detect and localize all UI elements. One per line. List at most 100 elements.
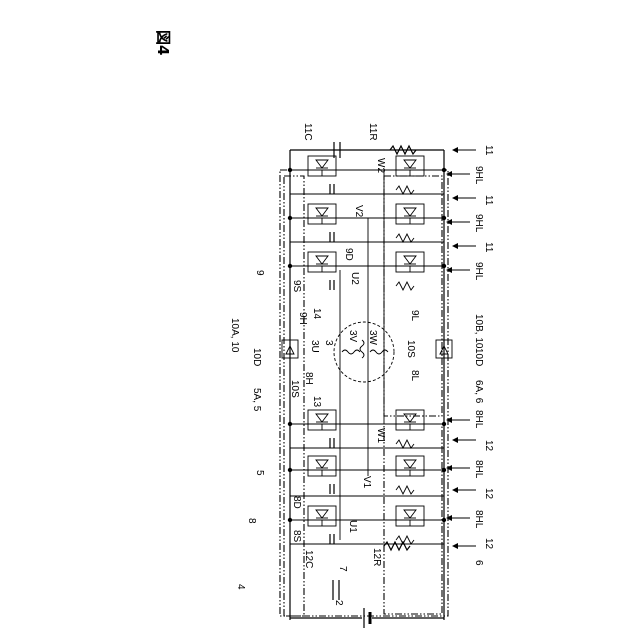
junction-left-2	[288, 264, 292, 268]
switch-right-0-diode	[404, 160, 416, 168]
arrow-head-1	[452, 195, 458, 201]
switch-left-1	[308, 204, 336, 224]
arrow-head-3	[452, 437, 458, 443]
switch-right-5	[396, 506, 424, 526]
switch-left-5	[308, 506, 336, 526]
switch-left-0-diode	[316, 160, 328, 168]
label-13: 13	[311, 396, 322, 408]
label-8: 8	[246, 518, 257, 524]
switch-left-4	[308, 456, 336, 476]
resistor-2	[396, 282, 414, 290]
label-8h: 8H	[303, 372, 314, 385]
arrow-head-b-5	[446, 515, 452, 521]
junction-right-0	[442, 168, 446, 172]
label-8d: 8D	[291, 496, 302, 509]
label-w1: W1	[375, 428, 386, 443]
switch-left-3	[308, 410, 336, 430]
label-9hl-a: 9HL	[473, 166, 484, 185]
switch-right-3-diode	[404, 414, 416, 422]
label-10d-left: 10D	[251, 348, 262, 366]
switch-left-3-diode	[316, 414, 328, 422]
label-5: 5	[254, 470, 265, 476]
resistor-4	[396, 486, 414, 494]
label-u2: U2	[349, 272, 360, 285]
arrow-head-b-4	[446, 465, 452, 471]
arrow-head-b-2	[446, 267, 452, 273]
junction-left-0	[288, 168, 292, 172]
label-5a5: 5A, 5	[251, 388, 262, 412]
switch-right-1	[396, 204, 424, 224]
switch-left-5-diode	[316, 510, 328, 518]
junction-right-3	[442, 422, 446, 426]
label-9s: 9S	[291, 280, 302, 293]
label-12-a: 12	[483, 440, 494, 452]
labels: 11C 11R W2 V2 9D U2 9 9S 9H 14 3U 3 3V 3…	[229, 123, 494, 606]
label-3: 3	[323, 340, 334, 346]
label-12-b: 12	[483, 488, 494, 500]
terminal-arrows	[446, 147, 476, 549]
label-4: 4	[235, 584, 246, 590]
label-v1: V1	[361, 476, 372, 489]
label-11-a: 11	[483, 145, 494, 156]
resistor-12r	[384, 542, 410, 550]
switch-left-2	[308, 252, 336, 272]
label-9: 9	[254, 270, 265, 276]
label-14: 14	[311, 308, 322, 320]
motor-3	[334, 322, 394, 382]
switch-right-5-diode	[404, 510, 416, 518]
label-11-c: 11	[483, 242, 494, 253]
label-u1: U1	[347, 520, 358, 533]
label-11c: 11C	[302, 123, 313, 141]
arrow-head-2	[452, 243, 458, 249]
label-12r: 12R	[371, 548, 382, 566]
label-v2: V2	[353, 205, 364, 218]
label-9hl-b: 9HL	[473, 214, 484, 233]
winding-3u	[342, 350, 360, 354]
arrow-head-4	[452, 487, 458, 493]
label-2: 2	[333, 600, 344, 606]
label-10s-right: 10S	[405, 340, 416, 358]
label-12c: 12C	[303, 550, 314, 568]
resistor-3	[396, 440, 414, 448]
switch-right-4-diode	[404, 460, 416, 468]
switch-right-2	[396, 252, 424, 272]
label-9l: 9L	[409, 310, 420, 322]
junction-right-1	[442, 216, 446, 220]
resistor-0	[396, 186, 414, 194]
label-10d-right: 10D	[473, 348, 484, 366]
label-8hl-c: 8HL	[473, 510, 484, 529]
resistor-1	[396, 234, 414, 242]
label-3u: 3U	[309, 340, 320, 353]
label-6a6: 6A, 6	[473, 380, 484, 404]
enclosure-6	[384, 424, 442, 614]
switch-right-4	[396, 456, 424, 476]
resistor-5	[396, 536, 414, 544]
label-3v: 3V	[347, 330, 358, 343]
arrow-head-5	[452, 543, 458, 549]
switch-right-2-diode	[404, 256, 416, 264]
label-12-c: 12	[483, 538, 494, 550]
figure-title: 図4	[154, 30, 172, 55]
switch-right-0	[396, 156, 424, 176]
arrow-head-b-3	[446, 417, 452, 423]
switch-left-0	[308, 156, 336, 176]
junction-left-4	[288, 468, 292, 472]
switch-right-3	[396, 410, 424, 430]
label-3w: 3W	[367, 330, 378, 346]
arrow-head-0	[452, 147, 458, 153]
label-8s: 8S	[291, 530, 302, 543]
junction-left-3	[288, 422, 292, 426]
label-8l: 8L	[409, 370, 420, 382]
label-8hl-a: 8HL	[473, 410, 484, 429]
label-6: 6	[473, 560, 484, 566]
arrow-head-b-0	[446, 171, 452, 177]
label-9hl-c: 9HL	[473, 262, 484, 281]
junction-right-4	[442, 468, 446, 472]
switch-left-2-diode	[316, 256, 328, 264]
label-w2: W2	[375, 158, 386, 173]
label-11-b: 11	[483, 195, 494, 206]
label-9d: 9D	[343, 248, 354, 261]
junction-left-5	[288, 518, 292, 522]
